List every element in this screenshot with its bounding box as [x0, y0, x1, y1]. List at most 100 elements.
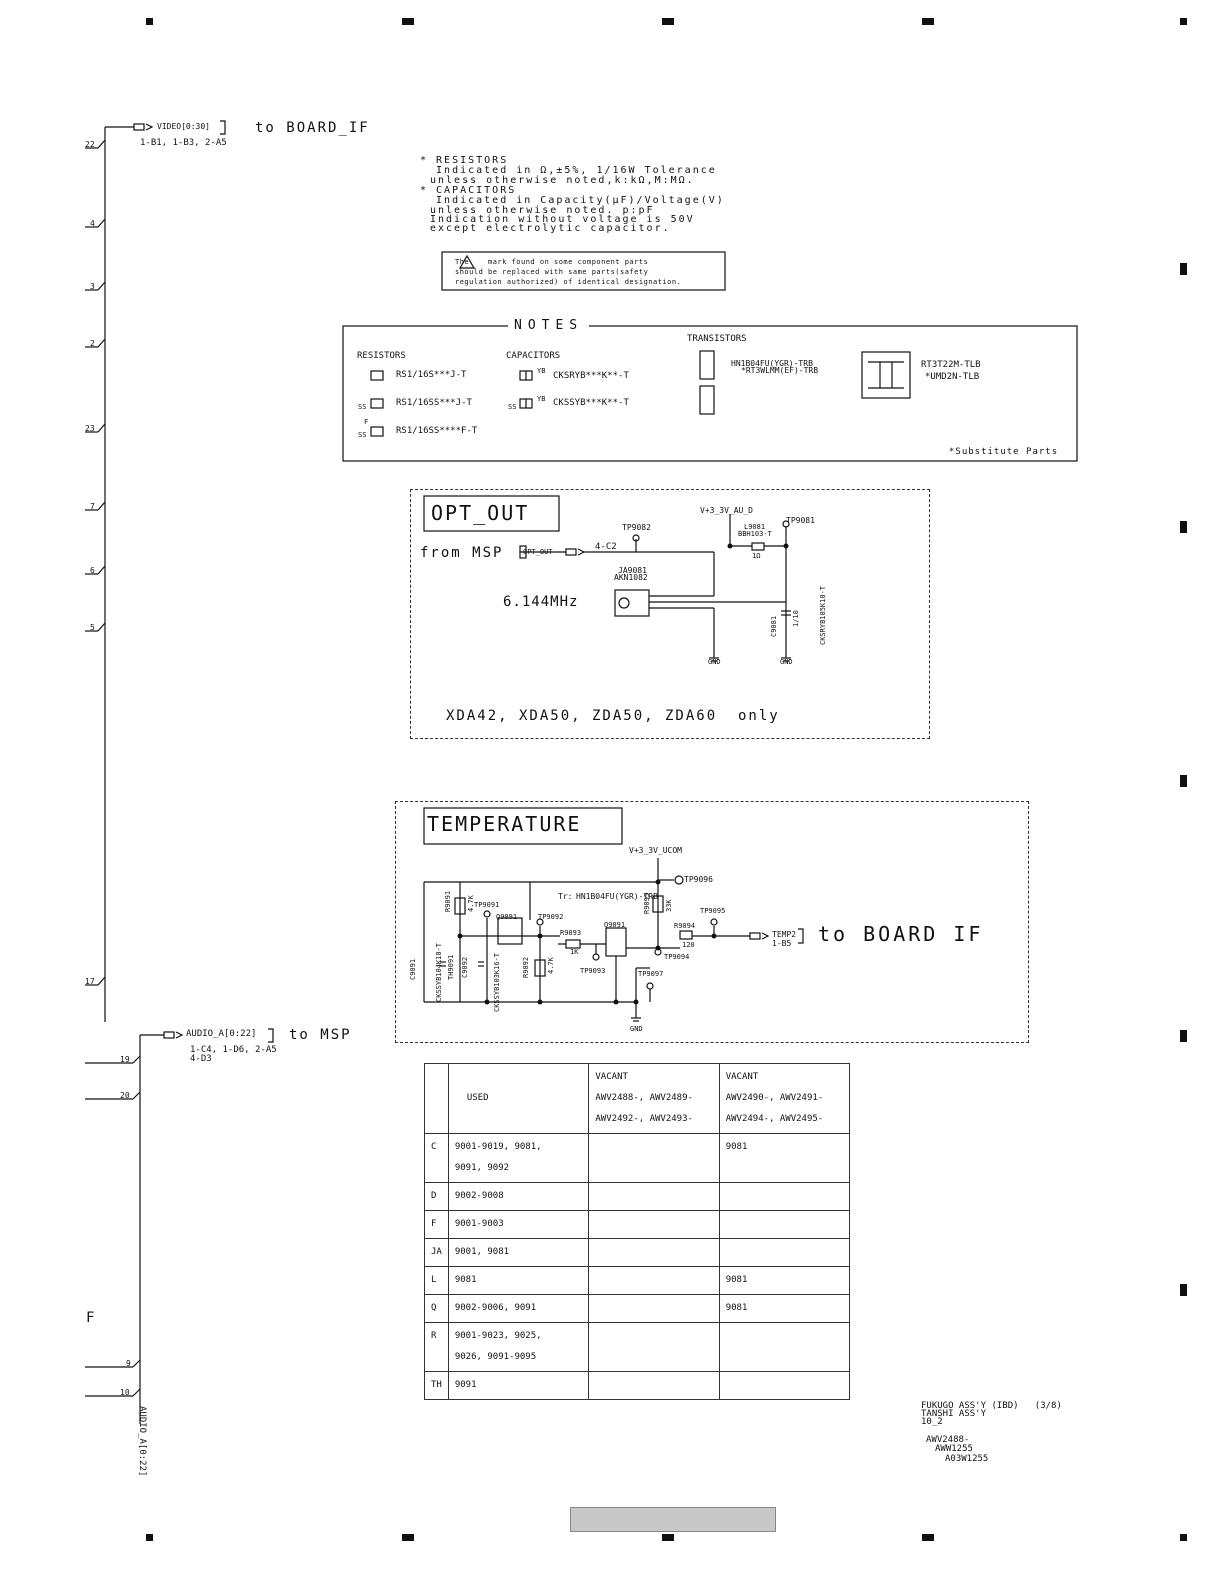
notes-line: unless otherwise noted,k:kΩ,M:MΩ.	[430, 175, 695, 186]
transistor-part: *UMD2N-TLB	[925, 372, 980, 382]
table-cell: R	[424, 1322, 449, 1372]
table-header-cell	[424, 1063, 449, 1134]
gnd-label: GND	[630, 1025, 643, 1033]
registration-marks	[146, 18, 1187, 1541]
ss-mark: SS	[508, 403, 517, 411]
title-block-line: 10_2	[921, 1417, 943, 1427]
table-row: TH 9091	[424, 1371, 851, 1400]
table-cell	[588, 1238, 720, 1267]
pin-number: 22	[85, 140, 95, 149]
table-cell	[718, 1210, 851, 1239]
audio-bus-vertical-label: AUDIO_A[0:22]	[137, 1406, 147, 1477]
resistor-ref: R9095	[643, 892, 651, 914]
table-cell: 9001-9003	[447, 1210, 590, 1239]
table-header-used: USED	[466, 1093, 489, 1103]
table-cell: 9091	[447, 1371, 590, 1400]
transistor-ref: Q9091	[604, 921, 626, 929]
pin-number: 19	[120, 1055, 130, 1064]
transistor-ref: Q9091	[496, 913, 518, 921]
cap-ref: C9092	[461, 956, 469, 978]
pin-number: 20	[120, 1091, 130, 1100]
opt-out-port: OPT_OUT	[523, 548, 553, 556]
page-footer-bar	[570, 1507, 776, 1532]
inductor-value: 1Ω	[752, 552, 761, 560]
cap-value: 1/10	[792, 610, 800, 627]
transistor-tr-label: Tr:	[558, 892, 573, 901]
table-cell	[588, 1182, 720, 1211]
tp-label: TP9095	[700, 907, 726, 915]
table-cell: 9001-9019, 9081, 9091, 9092	[447, 1133, 590, 1183]
opt-out-frame	[410, 489, 930, 739]
table-cell	[588, 1294, 720, 1323]
table-cell	[718, 1182, 851, 1211]
table-header-cell: VACANT AWV2490-, AWV2491- AWV2494-, AWV2…	[718, 1063, 851, 1134]
temp-port-label: TEMP2	[772, 930, 797, 939]
pin-number: 7	[90, 502, 95, 511]
table-cell	[718, 1371, 851, 1400]
capacitors-heading: CAPACITORS	[506, 351, 561, 361]
gnd-label: GND	[780, 658, 793, 666]
notes-line: * CAPACITORS	[420, 185, 517, 196]
pin-number: 17	[85, 977, 95, 986]
safety-note-line: regulation authorized) of identical desi…	[455, 278, 682, 286]
table-header-cell: VACANT AWV2488-, AWV2489- AWV2492-, AWV2…	[588, 1063, 720, 1134]
table-cell	[588, 1371, 720, 1400]
thermistor-ref: TH9091	[447, 954, 455, 980]
pin-number: 10	[120, 1388, 130, 1397]
table-cell: 9081	[718, 1266, 851, 1295]
pin-number: 4	[90, 219, 95, 228]
table-row: JA 9001, 9081	[424, 1238, 851, 1267]
crystal-frequency: 6.144MHz	[503, 594, 579, 610]
resistor-part: RS1/16S***J-T	[396, 370, 467, 380]
cap-part: CKSRYB105K10-T	[819, 585, 827, 645]
inductor-ref: L9081	[744, 523, 766, 531]
f-mark: F	[364, 418, 369, 426]
inductor-part: BBH103-T	[738, 530, 772, 538]
jack-ref: JA9081	[618, 566, 647, 575]
table-row: D 9002-9008	[424, 1182, 851, 1211]
pin-number: 2	[90, 339, 95, 348]
table-cell	[588, 1322, 720, 1372]
substitute-note: *Substitute Parts	[949, 447, 1059, 457]
audio-bus-label: AUDIO_A[0:22]	[186, 1029, 257, 1039]
temperature-title: TEMPERATURE	[427, 812, 582, 836]
gnd-label: GND	[708, 658, 721, 666]
cap-part: CKSSYB103K16-T	[493, 952, 501, 1012]
table-cell: JA	[424, 1238, 449, 1267]
notes-line: * RESISTORS	[420, 155, 509, 166]
table-cell: 9001-9023, 9025, 9026, 9091-9095	[447, 1322, 590, 1372]
table-header-cell: USED	[447, 1063, 590, 1134]
table-cell	[588, 1210, 720, 1239]
table-row: C 9001-9019, 9081, 9091, 9092 9081	[424, 1133, 851, 1183]
tp-label: TP9091	[474, 901, 500, 909]
notes-line: Indicated in Ω,±5%, 1/16W Tolerance	[420, 165, 717, 176]
table-cell: TH	[424, 1371, 449, 1400]
table-cell	[718, 1322, 851, 1372]
table-cell: 9081	[447, 1266, 590, 1295]
temperature-frame	[395, 801, 1029, 1043]
table-header-row: USED VACANT AWV2488-, AWV2489- AWV2492-,…	[424, 1063, 851, 1134]
resistor-value: 1K	[570, 948, 579, 956]
opt-out-models: XDA42, XDA50, ZDA50, ZDA60 only	[446, 708, 780, 724]
resistor-part: RS1/16SS****F-T	[396, 426, 478, 436]
cap-ref: C9091	[409, 958, 417, 980]
ss-mark: SS	[358, 403, 367, 411]
notes-line: Indicated in Capacity(μF)/Voltage(V)	[420, 195, 725, 206]
transistor-part: RT3T22M-TLB	[921, 360, 981, 370]
title-block-line: FUKUGO ASS'Y (IBD) (3/8)	[921, 1401, 1062, 1411]
parts-usage-table: USED VACANT AWV2488-, AWV2489- AWV2492-,…	[424, 1063, 851, 1400]
table-cell: C	[424, 1133, 449, 1183]
tp-label: TP9082	[622, 523, 651, 532]
table-cell: 9002-9006, 9091	[447, 1294, 590, 1323]
resistor-value: 4.7K	[467, 895, 475, 912]
opt-out-from: from MSP	[420, 545, 504, 561]
opt-out-title: OPT_OUT	[431, 501, 530, 525]
tp-label: TP9092	[538, 913, 564, 921]
title-block-line: AWV2488-	[926, 1435, 970, 1445]
tp-label: TP9097	[638, 970, 664, 978]
audio-bus-dest: to MSP	[289, 1027, 352, 1043]
table-cell: 9081	[718, 1133, 851, 1183]
temp-dest: to BOARD IF	[818, 922, 984, 946]
cap-code: YB	[537, 395, 546, 403]
